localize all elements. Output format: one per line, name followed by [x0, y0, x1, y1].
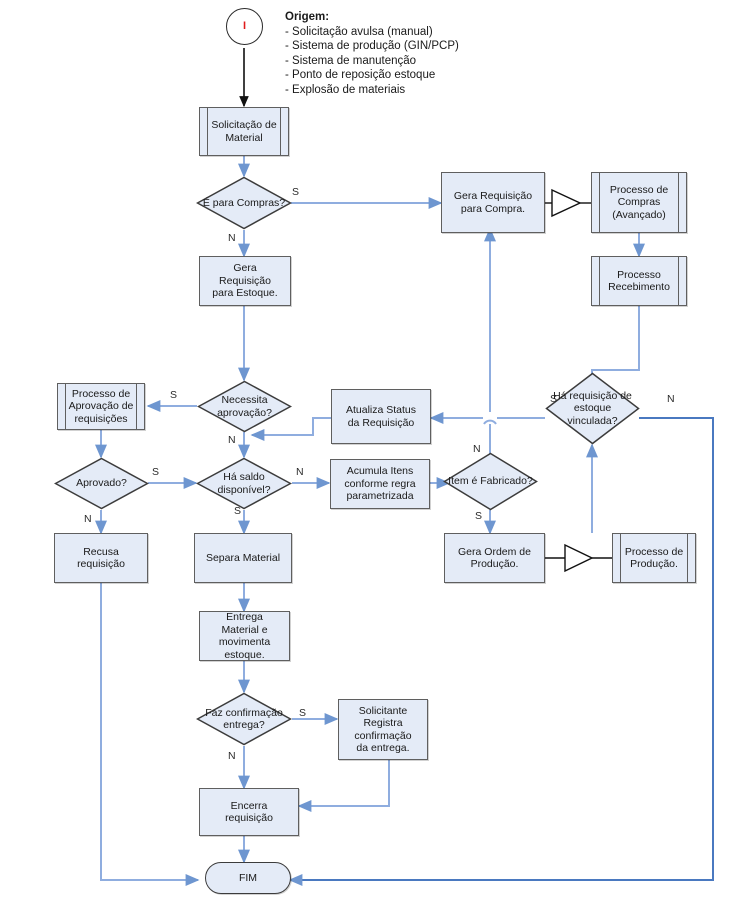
edge-label-necessita-n: N [228, 434, 236, 446]
node-encerra-requisicao[interactable]: Encerra requisição [199, 788, 299, 836]
edge-label-item-n: N [473, 443, 481, 455]
node-label: Entrega Material e movimenta estoque. [218, 611, 271, 661]
edge-label-saldo-s: S [234, 505, 242, 517]
decision-aprovado[interactable]: Aprovado? [54, 457, 149, 510]
diamond-shape [197, 380, 292, 433]
node-label: Item é Fabricado? [448, 475, 533, 488]
edge-label-requisicao-n: N [667, 393, 675, 405]
edge-label-necessita-s: S [170, 389, 178, 401]
node-label: Atualiza Status da Requisição [345, 404, 417, 429]
diamond-shape [196, 692, 292, 746]
edge-label-saldo-n: N [296, 466, 304, 478]
node-label: Acumula Itens conforme regra parametriza… [344, 465, 416, 503]
node-processo-aprovacao[interactable]: Processo de Aprovação de requisições [57, 383, 145, 430]
offpage-connector-icon [551, 188, 594, 573]
edge-label-compras-s: S [292, 186, 300, 198]
edge-label-confirmacao-s: S [299, 707, 307, 719]
node-entrega-material[interactable]: Entrega Material e movimenta estoque. [199, 611, 290, 661]
node-acumula-itens[interactable]: Acumula Itens conforme regra parametriza… [330, 459, 430, 509]
diamond-shape [196, 457, 292, 510]
node-label: Recusa requisição [77, 545, 125, 571]
node-label: Encerra requisição [225, 799, 273, 825]
diamond-shape [443, 452, 538, 511]
legend-item: - Solicitação avulsa (manual) [285, 25, 433, 38]
node-processo-recebimento[interactable]: Processo Recebimento [591, 256, 687, 306]
node-label: Processo de Aprovação de requisições [68, 387, 134, 425]
legend-list: - Solicitação avulsa (manual) - Sistema … [285, 25, 459, 98]
node-processo-producao[interactable]: Processo de Produção. [612, 533, 696, 583]
legend-item: - Explosão de materiais [285, 83, 406, 96]
decision-item-fabricado[interactable]: Item é Fabricado? [443, 452, 538, 511]
node-recusa-requisicao[interactable]: Recusa requisição [54, 533, 148, 583]
node-gera-requisicao-compra[interactable]: Gera Requisição para Compra. [441, 172, 545, 233]
node-label: Processo de Compras (Avançado) [609, 183, 669, 221]
edge-label-aprovado-n: N [84, 513, 92, 525]
start-node-label: I [242, 20, 247, 33]
legend-title: Origem: [285, 11, 330, 23]
diamond-shape [196, 176, 292, 230]
node-label: Há saldo disponível? [217, 471, 271, 496]
node-label: FIM [238, 871, 258, 884]
legend-origem: Origem: - Solicitação avulsa (manual) - … [285, 10, 459, 98]
node-label: Gera Ordem de Produção. [458, 545, 531, 571]
node-processo-compras[interactable]: Processo de Compras (Avançado) [591, 172, 687, 233]
node-label: Solicitação de Material [211, 119, 277, 144]
diamond-shape [545, 372, 640, 445]
node-label: Gera Requisição para Compra. [453, 190, 533, 215]
node-label: É para Compras? [202, 196, 286, 209]
node-gera-requisicao-estoque[interactable]: Gera Requisição para Estoque. [199, 256, 291, 306]
decision-ha-requisicao-estoque[interactable]: Há requisição de estoque vinculada? [545, 372, 640, 445]
edge-label-aprovado-s: S [152, 466, 160, 478]
diamond-shape [54, 457, 149, 510]
node-separa-material[interactable]: Separa Material [194, 533, 292, 583]
legend-item: - Ponto de reposição estoque [285, 69, 436, 82]
node-label: Aprovado? [76, 477, 127, 490]
edge-label-compras-n: N [228, 232, 236, 244]
legend-item: - Sistema de produção (GIN/PCP) [285, 40, 459, 53]
node-gera-ordem-producao[interactable]: Gera Ordem de Produção. [444, 533, 545, 583]
node-atualiza-status[interactable]: Atualiza Status da Requisição [331, 389, 431, 444]
node-label: Necessita aprovação? [217, 394, 272, 419]
decision-e-para-compras[interactable]: É para Compras? [196, 176, 292, 230]
node-solicitante-registra[interactable]: Solicitante Registra confirmação da entr… [338, 699, 428, 760]
start-node[interactable]: I [226, 8, 263, 45]
edge-label-confirmacao-n: N [228, 750, 236, 762]
legend-item: - Sistema de manutenção [285, 54, 417, 67]
node-label: Processo de Produção. [624, 545, 684, 571]
edge-label-requisicao-s: S [550, 393, 558, 405]
node-label: Separa Material [205, 551, 281, 564]
node-label: Há requisição de estoque vinculada? [553, 389, 632, 427]
decision-ha-saldo[interactable]: Há saldo disponível? [196, 457, 292, 510]
decision-faz-confirmacao[interactable]: Faz confirmação entrega? [196, 692, 292, 746]
node-fim[interactable]: FIM [205, 862, 291, 894]
decision-necessita-aprovacao[interactable]: Necessita aprovação? [197, 380, 292, 433]
node-label: Processo Recebimento [608, 268, 670, 294]
edge-label-item-s: S [475, 510, 483, 522]
node-solicitacao-material[interactable]: Solicitação de Material [199, 107, 289, 156]
node-label: Gera Requisição para Estoque. [212, 262, 278, 300]
node-label: Faz confirmação entrega? [205, 706, 283, 732]
node-label: Solicitante Registra confirmação da entr… [354, 704, 412, 755]
